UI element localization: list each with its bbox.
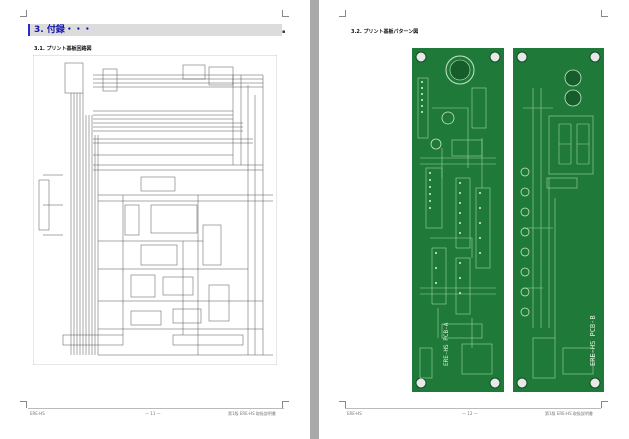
footer-right: 第1版 ERE-HS 取扱説明書 — [545, 411, 593, 416]
pcb-a-label: ERE-HS PCB-A — [443, 322, 450, 366]
crop-mark — [20, 10, 27, 17]
crop-mark — [339, 10, 346, 17]
crop-mark — [339, 401, 346, 408]
pcb-b-label: ERE-HS PCB-B — [589, 315, 597, 366]
page-number: — 11 — — [145, 411, 161, 416]
crop-mark — [282, 401, 289, 408]
subsection-title: 3.1. プリント基板回路図 — [34, 46, 92, 52]
crop-mark — [601, 401, 608, 408]
pcb-board-a: ERE-HS PCB-A — [412, 48, 504, 392]
pcb-board-b: ERE-HS PCB-B — [513, 48, 604, 392]
footer-left: ERE-HS — [347, 411, 362, 416]
page-number: — 12 — — [462, 411, 478, 416]
footer-left: ERE-HS — [30, 411, 45, 416]
footer-rule — [345, 408, 601, 409]
section-title: 3. 付録・・・ — [28, 24, 282, 36]
page-left: 3. 付録・・・ ▪ 3.1. プリント基板回路図 — [0, 0, 310, 439]
crop-mark — [601, 10, 608, 17]
footer-right: 第1版 ERE-HS 取扱説明書 — [228, 411, 276, 416]
subsection-title: 3.2. プリント基板パターン図 — [351, 29, 419, 35]
page-right: 3.2. プリント基板パターン図 — [319, 0, 629, 439]
crop-mark — [282, 10, 289, 17]
section-title-text: 3. 付録・・・ — [34, 25, 92, 35]
page-mark: ▪ — [282, 29, 286, 35]
circuit-schematic — [33, 55, 277, 365]
footer-rule — [28, 408, 284, 409]
page-divider — [310, 0, 319, 439]
crop-mark — [20, 401, 27, 408]
